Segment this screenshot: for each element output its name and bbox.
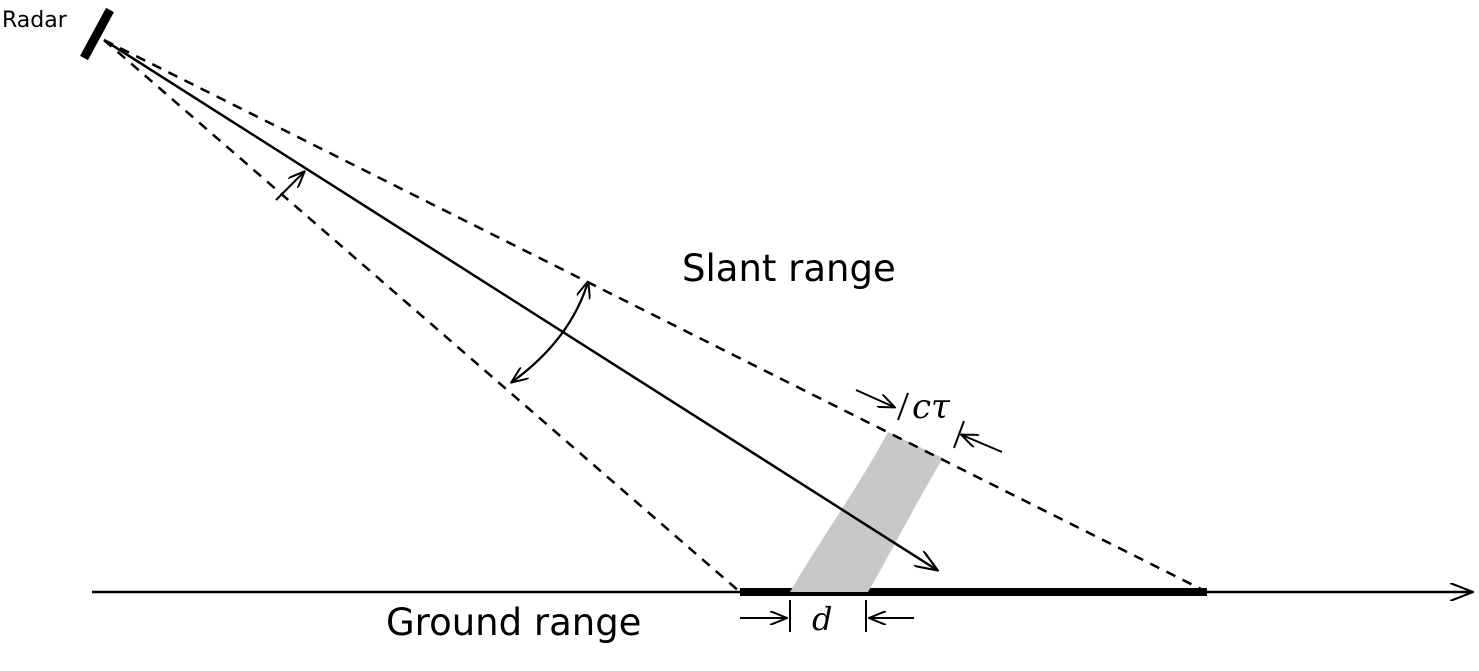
beamwidth-arc-arrow	[512, 282, 588, 382]
ground-resolution-label: d	[812, 600, 833, 638]
beam-direction-arrow	[275, 172, 304, 201]
ctau-arrow-right	[962, 435, 1003, 453]
ctau-arrow-left	[855, 389, 894, 407]
slant-range-label: Slant range	[682, 247, 896, 290]
pulse-footprint-band	[790, 432, 943, 592]
ctau-tick-left	[897, 392, 909, 421]
beam-edge-near	[103, 39, 741, 593]
pulse-length-label: cτ	[912, 387, 950, 427]
beam-edge-far	[103, 38, 1208, 594]
radar-antenna	[80, 7, 114, 61]
ground-range-label: Ground range	[386, 601, 642, 644]
slant-range-ray	[103, 38, 937, 570]
radar-label: Radar	[2, 8, 67, 33]
